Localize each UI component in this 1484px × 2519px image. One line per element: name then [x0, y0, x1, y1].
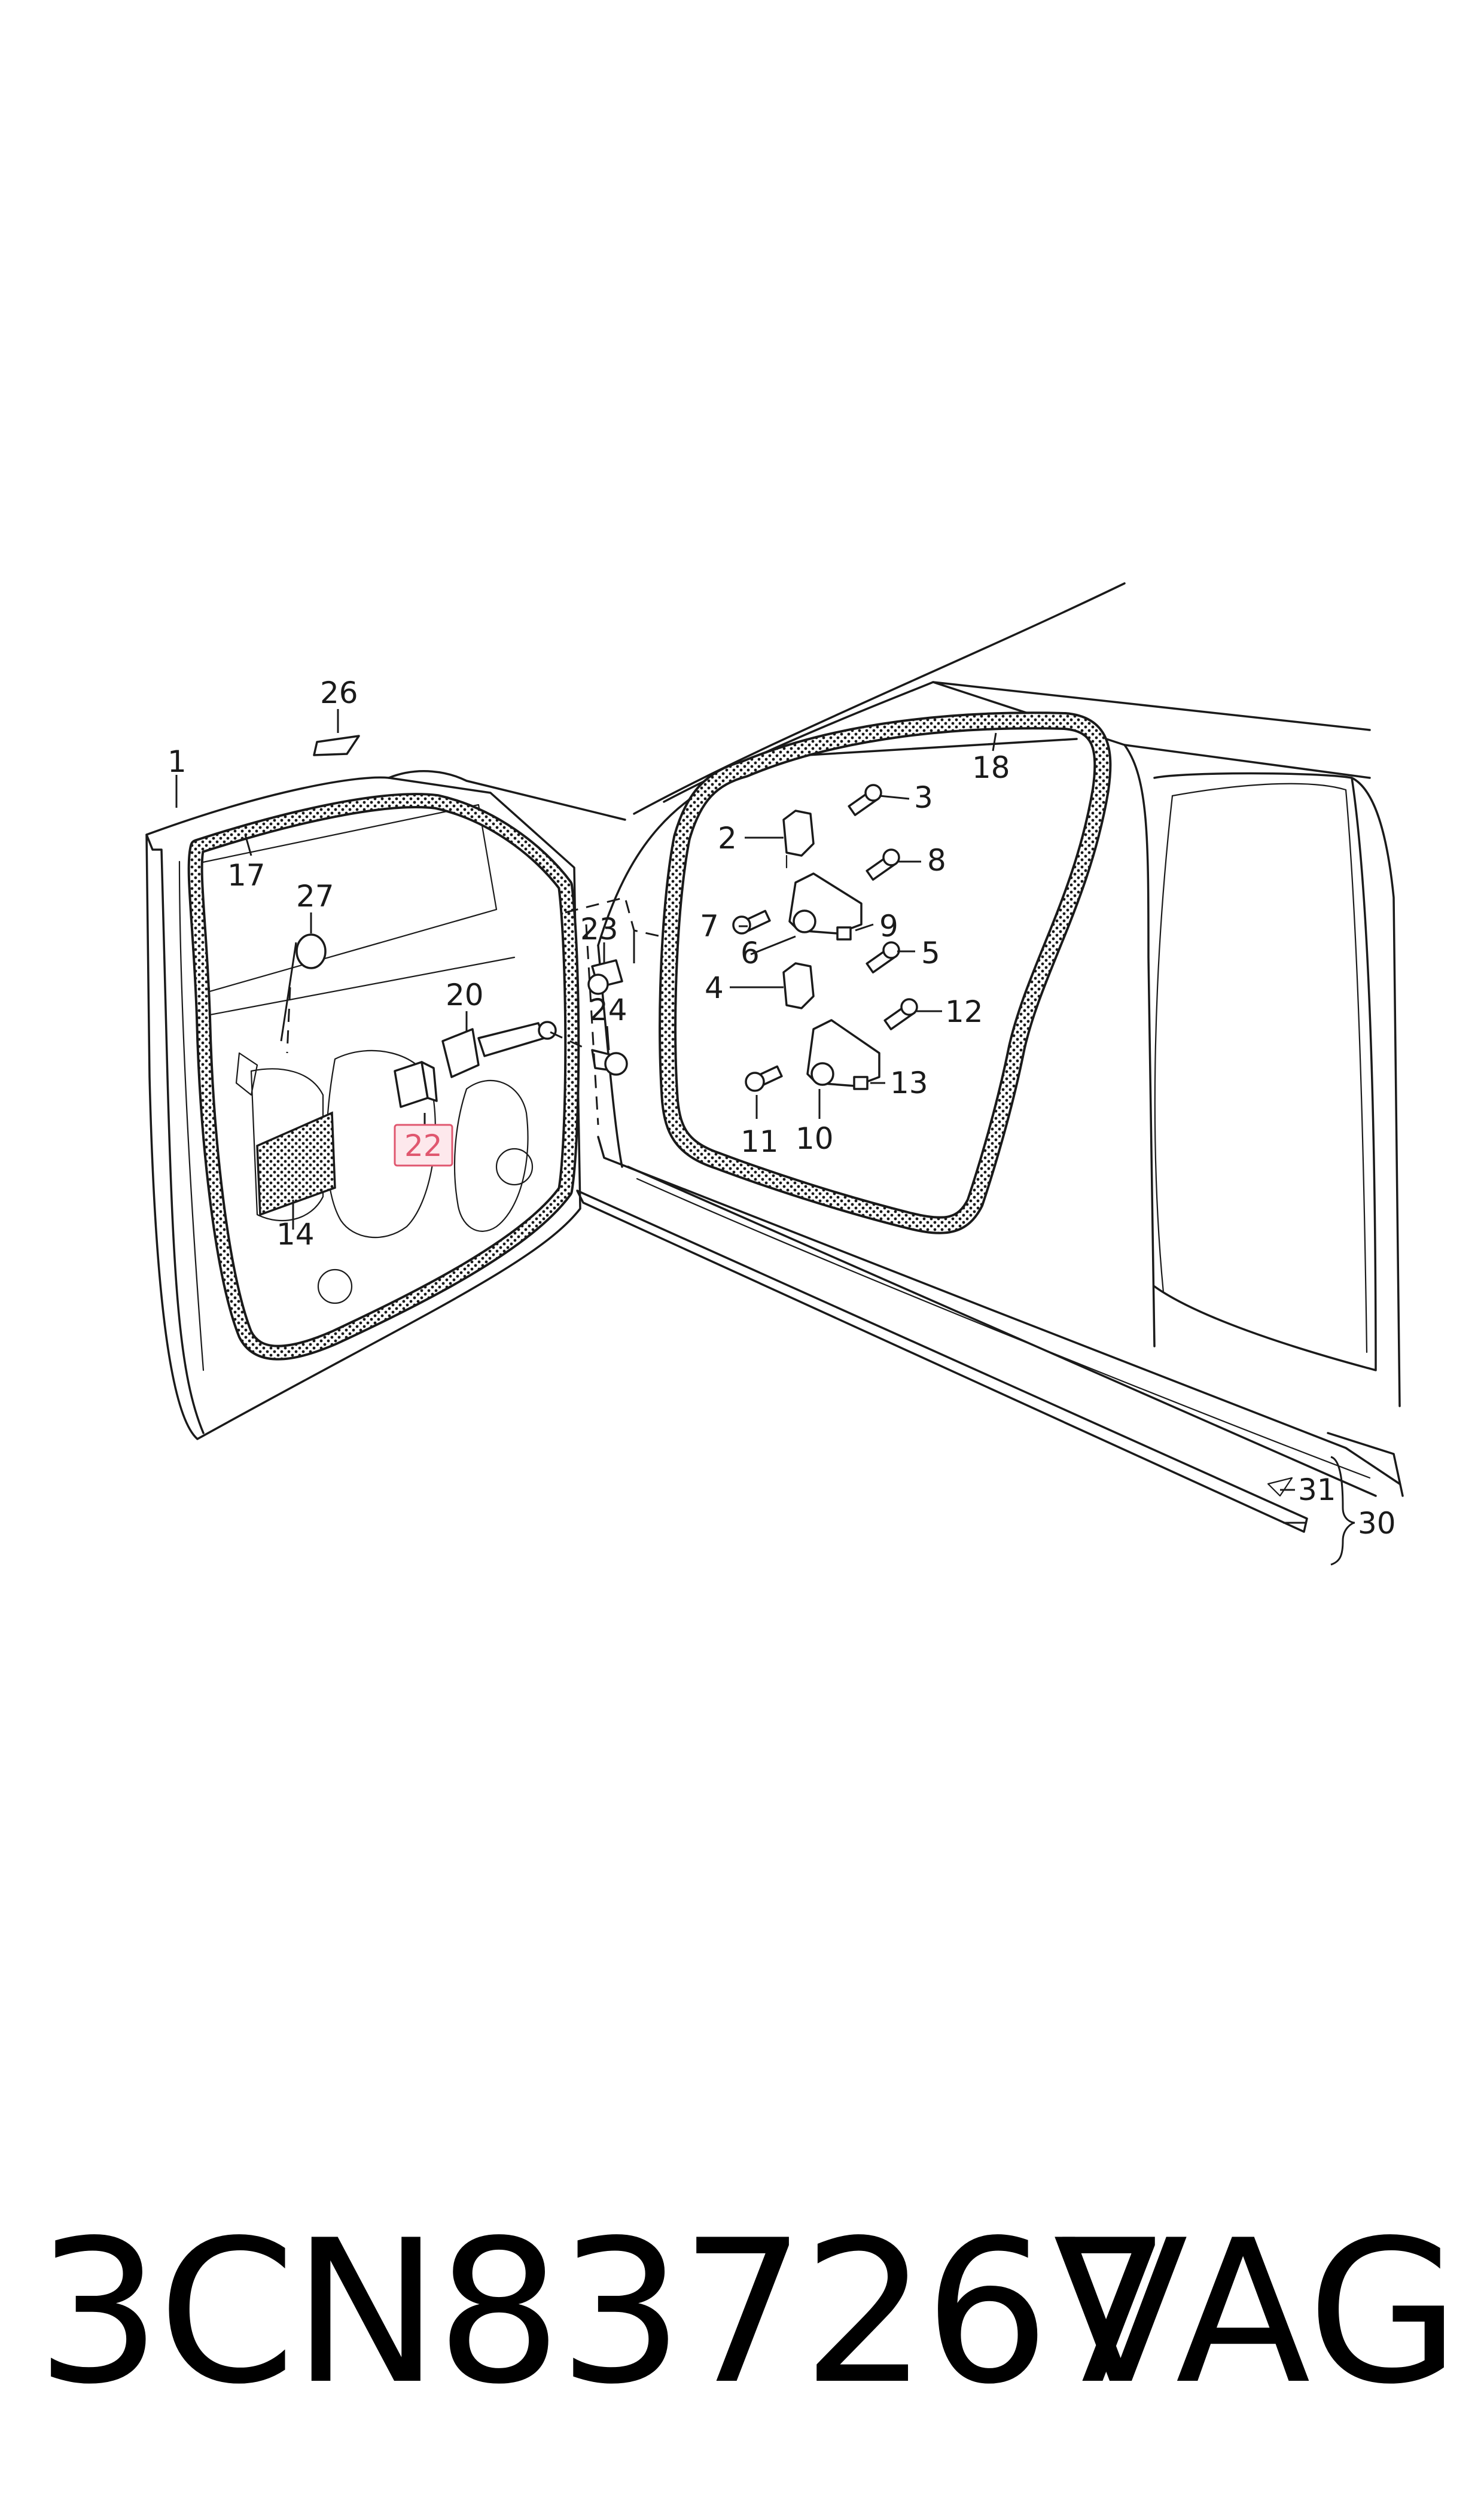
- callout-22: 22: [404, 1128, 443, 1163]
- leader-lines: [175, 709, 1355, 1566]
- body-seal-18: [659, 711, 1112, 1234]
- callout-31: 31: [1298, 1473, 1336, 1507]
- callout-27: 27: [296, 879, 334, 914]
- door-check-bolts: [587, 959, 628, 1076]
- callout-14: 14: [276, 1217, 315, 1252]
- door-shell: [145, 770, 626, 1440]
- callout-5: 5: [921, 936, 940, 971]
- sill-trim-30: [576, 1189, 1308, 1533]
- callout-18: 18: [972, 750, 1010, 785]
- hinge-assembly: [732, 784, 918, 1092]
- callout-26: 26: [320, 676, 358, 710]
- door-seal-17: [187, 793, 580, 1361]
- door-check-20: [441, 1021, 557, 1078]
- callout-1: 1: [167, 744, 187, 779]
- callout-3: 3: [914, 780, 933, 815]
- bolts: [732, 784, 918, 1092]
- callout-7: 7: [700, 909, 719, 944]
- brand-label: VAG: [1053, 2198, 1460, 2427]
- highlight-box-22: [394, 1124, 453, 1167]
- callout-12: 12: [945, 994, 983, 1029]
- callout-6: 6: [741, 936, 760, 971]
- callout-4: 4: [705, 971, 724, 1005]
- callout-13: 13: [890, 1066, 928, 1100]
- part-number-label: 3CN837267: [36, 2198, 1172, 2427]
- callout-11: 11: [741, 1124, 779, 1159]
- callout-17: 17: [227, 858, 266, 893]
- callout-labels: 1 17 27 26 20 22 14 23 24 18 2 3 8 7 9 6…: [167, 676, 1396, 1541]
- callout-10: 10: [796, 1121, 834, 1156]
- insulation-pad-14: [256, 1111, 336, 1216]
- assembly-lines: [286, 896, 662, 1125]
- callout-23: 23: [580, 912, 618, 947]
- car-body: [597, 582, 1404, 1497]
- callout-30: 30: [1358, 1506, 1396, 1541]
- callout-9: 9: [879, 909, 898, 944]
- part-22-housing: [394, 1061, 438, 1108]
- clip-26: [313, 735, 360, 756]
- callout-2: 2: [718, 821, 737, 856]
- callout-8: 8: [927, 843, 946, 878]
- callout-24: 24: [589, 993, 627, 1027]
- callout-20: 20: [446, 978, 484, 1012]
- grommet-27: [295, 933, 327, 969]
